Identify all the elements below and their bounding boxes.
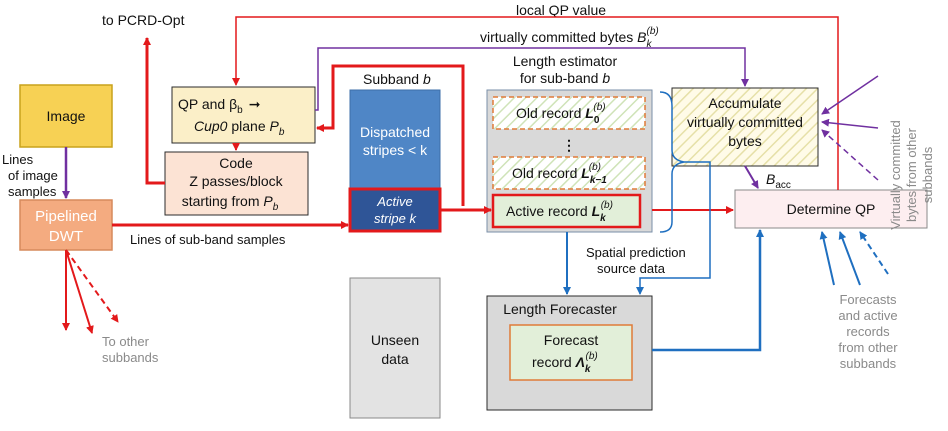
accumulate-label-3: bytes <box>728 133 761 149</box>
virtually-rotated-1: Virtually committed <box>888 120 903 230</box>
active-record <box>491 193 642 229</box>
active-stripe-box <box>348 187 442 233</box>
forecast-record-box <box>509 324 633 381</box>
arrow-dwt-down-2 <box>65 249 94 334</box>
forecast-record-label-2: record Λk(b) <box>532 351 598 375</box>
active-stripe-label-2: stripe k <box>374 211 417 226</box>
arrow-other-acc-1 <box>821 75 879 115</box>
arrow-brace-to-forecaster <box>636 161 711 295</box>
unseen-label-2: data <box>381 351 408 367</box>
virtually-committed-label: virtually committed bytes Bk(b) <box>480 26 659 50</box>
code-label-1: Code <box>219 155 253 171</box>
lines-image-samples-2: of image <box>8 168 58 183</box>
old-record-k-1-label: Old record Lk−1(b) <box>512 162 607 186</box>
accumulate-label-1: Accumulate <box>708 95 781 111</box>
image-label: Image <box>47 108 86 124</box>
to-other-subbands-1: To other <box>102 334 150 349</box>
arrow-forecaster-to-determine <box>652 229 764 352</box>
arrow-forecast-other-2 <box>838 231 861 286</box>
forecasts-active-1: Forecasts <box>839 292 897 307</box>
arrow-code-to-pcrd <box>143 37 165 185</box>
image-box <box>19 84 113 148</box>
arrow-forecast-other-3 <box>859 231 889 275</box>
old-record-0-label: Old record L0(b) <box>516 102 606 126</box>
dwt-box <box>19 199 113 251</box>
b-acc-label: Bacc <box>766 171 791 191</box>
dwt-label-1: Pipelined <box>35 208 97 225</box>
arrow-dwt-down-3 <box>65 249 119 323</box>
arrow-virtually-committed <box>315 47 749 111</box>
spatial-prediction-2: source data <box>597 261 666 276</box>
forecast-record-label-1: Forecast <box>544 332 599 348</box>
determine-qp-label: Determine QP <box>787 201 876 217</box>
code-label-2: Z passes/block <box>189 173 283 189</box>
unseen-label-1: Unseen <box>371 332 419 348</box>
lines-subband-label: Lines of sub-band samples <box>130 232 286 247</box>
arrow-acc-to-determine <box>744 165 759 189</box>
arrow-other-acc-3 <box>821 129 879 181</box>
virtually-rotated-2: bytes from other <box>904 127 919 222</box>
arrow-stripe-to-qp <box>316 64 465 206</box>
qp-beta-label: QP and βb➞ <box>178 96 261 116</box>
dispatched-label-2: stripes < k <box>363 142 428 158</box>
cup0-plane-label: Cup0 plane Pb <box>194 118 285 138</box>
local-qp-label: local QP value <box>516 2 606 18</box>
virtually-committed-rotated: Virtually committed bytes from other sub… <box>888 120 935 230</box>
length-forecaster-label: Length Forecaster <box>503 301 617 317</box>
subband-title: Subband b <box>363 71 431 87</box>
old-record-k-1 <box>492 156 646 190</box>
to-pcrd-label: to PCRD-Opt <box>102 12 185 28</box>
forecasts-active-3: records <box>846 324 890 339</box>
forecasts-active-2: and active <box>838 308 897 323</box>
arrow-forecast-other-1 <box>819 231 835 286</box>
ellipsis-dots: ⋮ <box>562 137 576 153</box>
lines-image-samples-1: Lines <box>2 152 34 167</box>
qp-beta-box <box>171 86 316 144</box>
old-record-0 <box>492 96 646 130</box>
arrow-other-acc-2 <box>821 118 879 129</box>
dwt-label-2: DWT <box>49 228 83 245</box>
spatial-prediction-1: Spatial prediction <box>586 245 686 260</box>
forecasts-active-5: subbands <box>840 356 897 371</box>
dispatched-label-1: Dispatched <box>360 124 430 140</box>
active-record-label: Active record Lk(b) <box>506 200 613 224</box>
forecasts-active-4: from other <box>838 340 898 355</box>
lines-image-samples-3: samples <box>8 184 57 199</box>
unseen-data-box <box>349 277 441 419</box>
determine-qp-box <box>734 189 928 229</box>
code-box <box>164 151 309 216</box>
dispatched-stripes-box <box>349 89 441 191</box>
to-other-subbands-2: subbands <box>102 350 159 365</box>
code-label-3: starting from Pb <box>182 193 279 213</box>
active-stripe-label-1: Active <box>376 194 412 209</box>
length-estimator-title-1: Length estimator <box>513 53 618 69</box>
length-estimator-title-2: for sub-band b <box>520 70 611 86</box>
virtually-rotated-3: subbands <box>920 146 935 203</box>
accumulate-label-2: virtually committed <box>687 114 803 130</box>
